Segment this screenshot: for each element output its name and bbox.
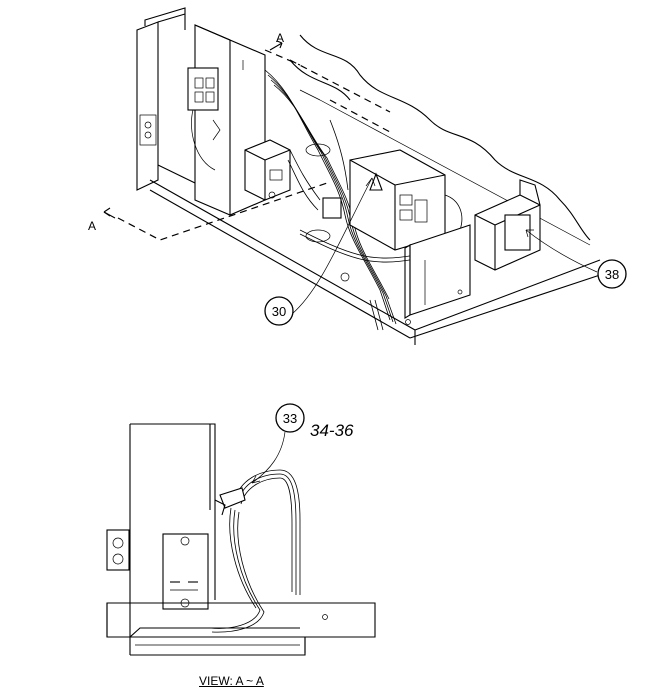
view-a-a-detail: 33 34-36 (106, 403, 376, 656)
callout-33: 33 (275, 403, 305, 433)
callout-38: 38 (597, 259, 627, 289)
callout-38-label: 38 (605, 267, 619, 282)
callout-30: 30 (264, 296, 294, 326)
section-marker-right: A (276, 31, 284, 45)
view-label: VIEW: A ~ A (199, 674, 264, 688)
part-range-label: 34-36 (310, 421, 354, 440)
isometric-assembly: A A 30 38 (88, 7, 627, 345)
callout-30-label: 30 (272, 304, 286, 319)
section-marker-left: A (88, 219, 96, 233)
callout-33-label: 33 (283, 411, 297, 426)
